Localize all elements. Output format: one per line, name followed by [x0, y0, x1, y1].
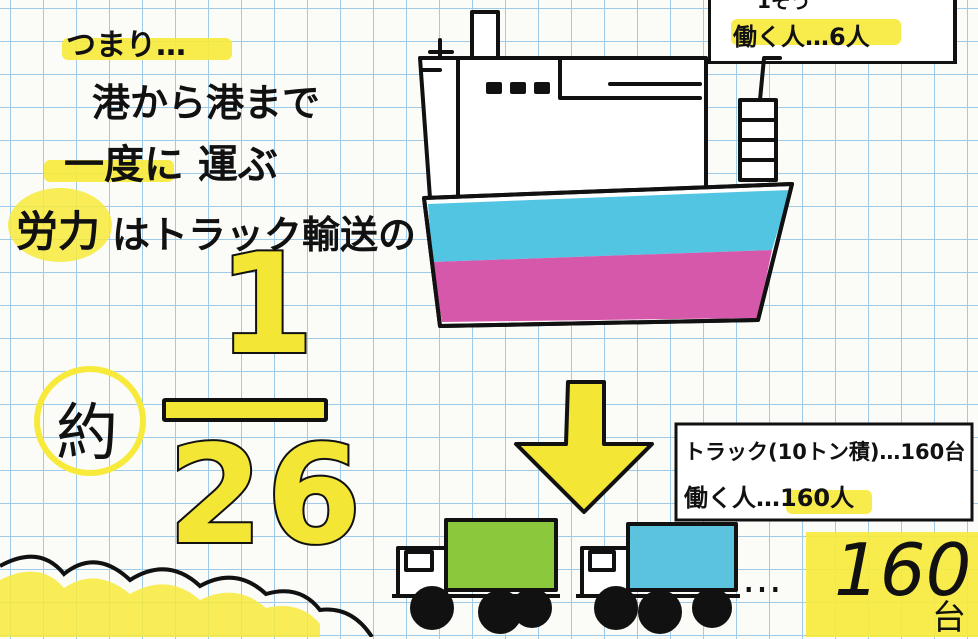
ship-info-highlight [731, 19, 901, 45]
text-line3: 一度に 運ぶ [64, 142, 278, 188]
text-about: 約 [56, 396, 119, 469]
about-circle [34, 366, 146, 476]
truck-icon [392, 518, 560, 634]
text-line1: つまり… [66, 28, 186, 63]
truck-workers-highlight [786, 490, 872, 514]
ellipsis: … [742, 556, 782, 602]
ship-workers-label: 働く人…6人 [733, 23, 870, 51]
ship-info-top-line: 1そう [757, 0, 811, 13]
highlight-line1 [62, 38, 232, 60]
ship-icon [418, 10, 794, 328]
truck-count-unit: 台 [932, 598, 966, 638]
truck-count-number: 160 [834, 528, 972, 612]
highlight-line3 [44, 160, 174, 182]
down-arrow-icon [514, 380, 654, 514]
truck-workers-label: 働く人…160人 [684, 484, 855, 512]
text-line4-rest: はトラック輸送の [112, 213, 417, 257]
text-circled-word: 労力 [16, 207, 101, 256]
fraction-numerator: 1 [216, 224, 316, 385]
cloud-fill [0, 571, 320, 637]
fraction-denominator: 26 [166, 417, 366, 575]
circle-highlight [8, 188, 112, 262]
ship-info-box: 1そう 働く人…6人 [708, 0, 957, 64]
truck-icon [576, 522, 740, 634]
truck-count-label: トラック(10トン積)…160台 [684, 440, 966, 464]
cloud-outline-icon [0, 554, 374, 637]
fraction-bar [162, 398, 328, 422]
text-line2: 港から港まで [92, 81, 321, 125]
truck-count-highlight [806, 532, 978, 637]
